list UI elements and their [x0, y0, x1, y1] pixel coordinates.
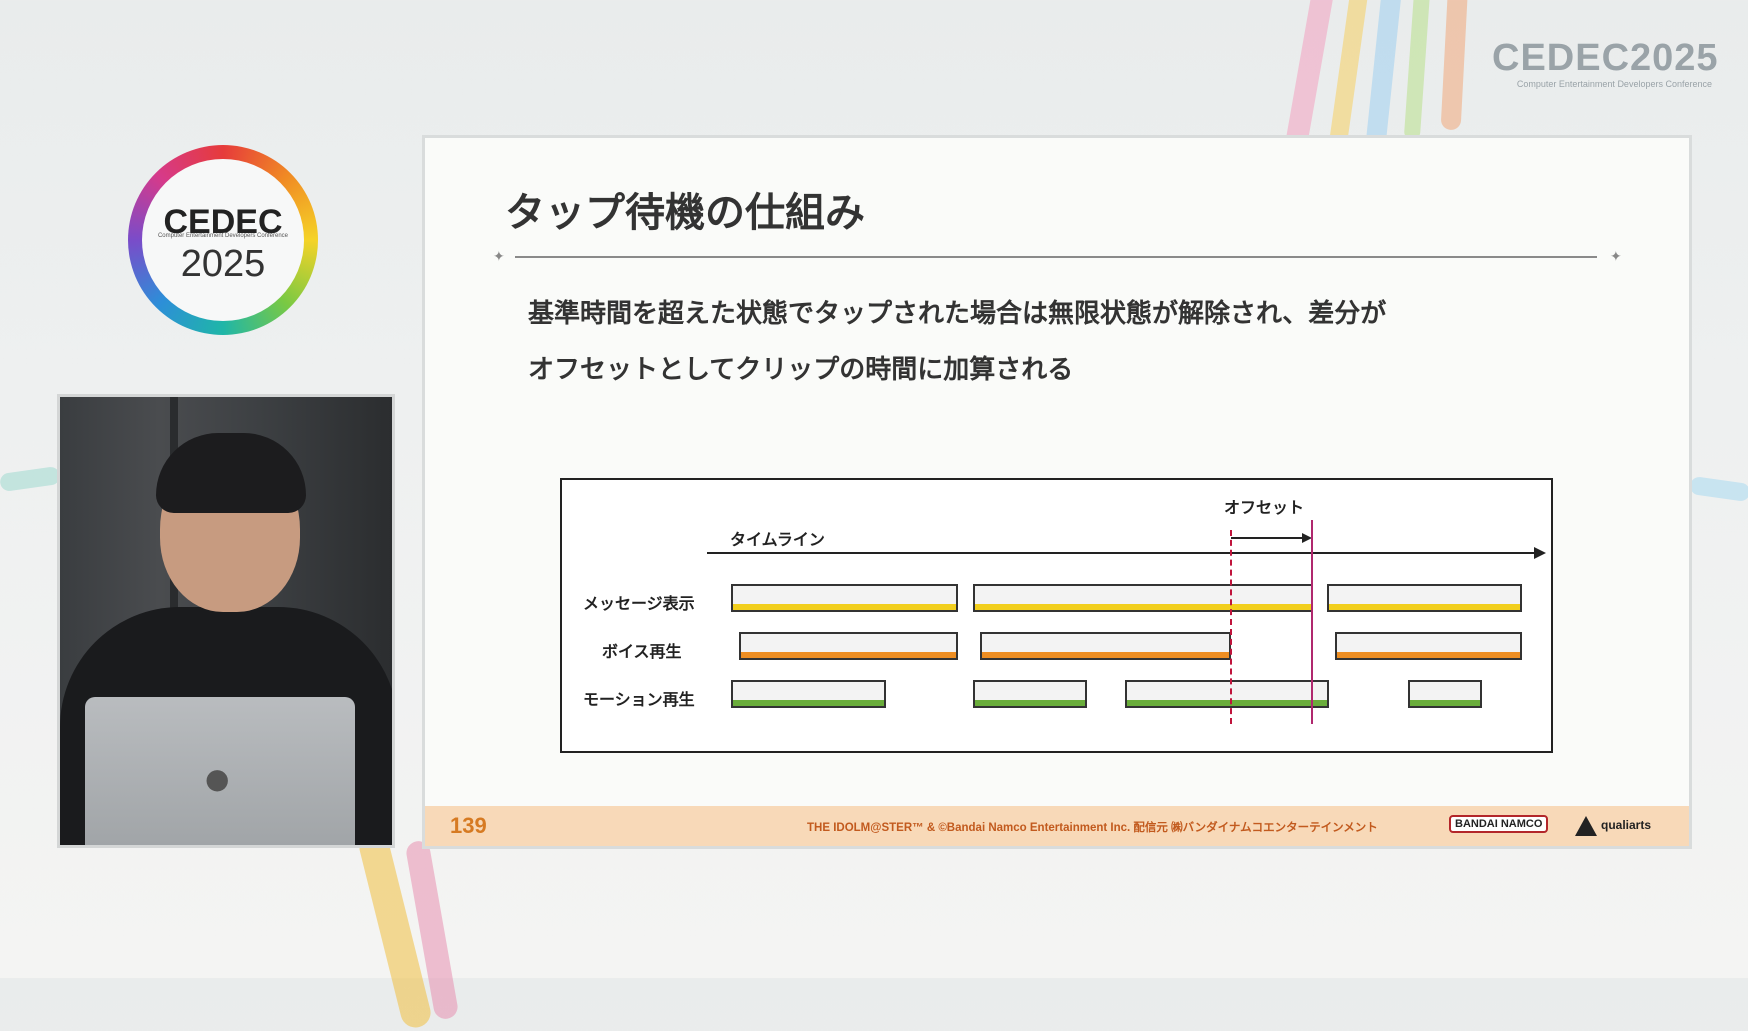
offset-label: オフセット	[1224, 498, 1305, 517]
voice-clip	[739, 632, 958, 660]
offset-arrow-head-icon	[1302, 533, 1312, 543]
brand-subtitle: Computer Entertainment Developers Confer…	[1516, 79, 1712, 89]
qualiarts-name: qualiarts	[1601, 818, 1652, 833]
speaker-hair	[156, 433, 306, 513]
brand-title: CEDEC2025	[1492, 37, 1719, 79]
decor-streak	[1689, 475, 1748, 503]
voice-clip	[980, 632, 1231, 660]
diamond-icon: ✦	[493, 249, 505, 265]
copyright-text: THE IDOLM@STER™ & ©Bandai Namco Entertai…	[807, 822, 1378, 834]
row-label-motion: モーション再生	[583, 690, 695, 709]
bandai-namco-logo: BANDAI NAMCO	[1449, 815, 1549, 833]
slide-title: タップ待機の仕組み	[505, 190, 865, 236]
motion-clip	[1125, 680, 1329, 708]
decor-streak	[1440, 0, 1470, 131]
body-line: 基準時間を超えた状態でタップされた場合は無限状態が解除され、差分が	[528, 299, 1387, 329]
slide-body: 基準時間を超えた状態でタップされた場合は無限状態が解除され、差分が オフセットと…	[528, 286, 1608, 398]
message-clip	[973, 584, 1313, 612]
laptop	[85, 697, 355, 845]
cedec-brand-top-right: CEDEC2025 Computer Entertainment Develop…	[1492, 37, 1719, 90]
motion-clip	[973, 680, 1087, 708]
decor-streak	[1403, 0, 1433, 141]
logo-sub: Computer Entertainment Developers Confer…	[157, 233, 289, 239]
logo-inner	[142, 159, 304, 321]
motion-clip	[731, 680, 886, 708]
offset-arrow	[1231, 537, 1303, 539]
message-clip	[1327, 584, 1522, 612]
slide-footer: 139 THE IDOLM@STER™ & ©Bandai Namco Ente…	[425, 806, 1689, 846]
timeline-arrow	[707, 552, 1537, 554]
diamond-icon: ✦	[1610, 249, 1622, 265]
message-clip	[731, 584, 958, 612]
title-divider	[515, 256, 1597, 258]
cedec-logo: CEDEC Computer Entertainment Developers …	[128, 145, 318, 335]
row-label-voice: ボイス再生	[602, 642, 682, 661]
qualiarts-triangle-icon	[1575, 816, 1597, 836]
page-number: 139	[450, 813, 487, 838]
decor-streak	[0, 465, 61, 493]
logo-year: 2025	[180, 243, 266, 285]
solid-marker-line	[1311, 520, 1313, 724]
timeline-diagram: オフセット タイムライン メッセージ表示 ボイス再生 モーション再生	[560, 478, 1553, 753]
timeline-arrow-head-icon	[1534, 547, 1546, 559]
row-label-message: メッセージ表示	[583, 594, 695, 613]
dashed-marker-line	[1230, 530, 1232, 724]
timeline-label: タイムライン	[730, 530, 825, 549]
speaker-video: ●	[57, 394, 395, 848]
logo-word: CEDEC	[163, 203, 283, 241]
qualiarts-logo: qualiarts	[1575, 816, 1651, 836]
motion-clip	[1408, 680, 1482, 708]
voice-clip	[1335, 632, 1522, 660]
apple-logo-icon: ●	[205, 762, 230, 795]
decor-streak	[1365, 0, 1405, 151]
body-line: オフセットとしてクリップの時間に加算される	[528, 355, 1074, 385]
